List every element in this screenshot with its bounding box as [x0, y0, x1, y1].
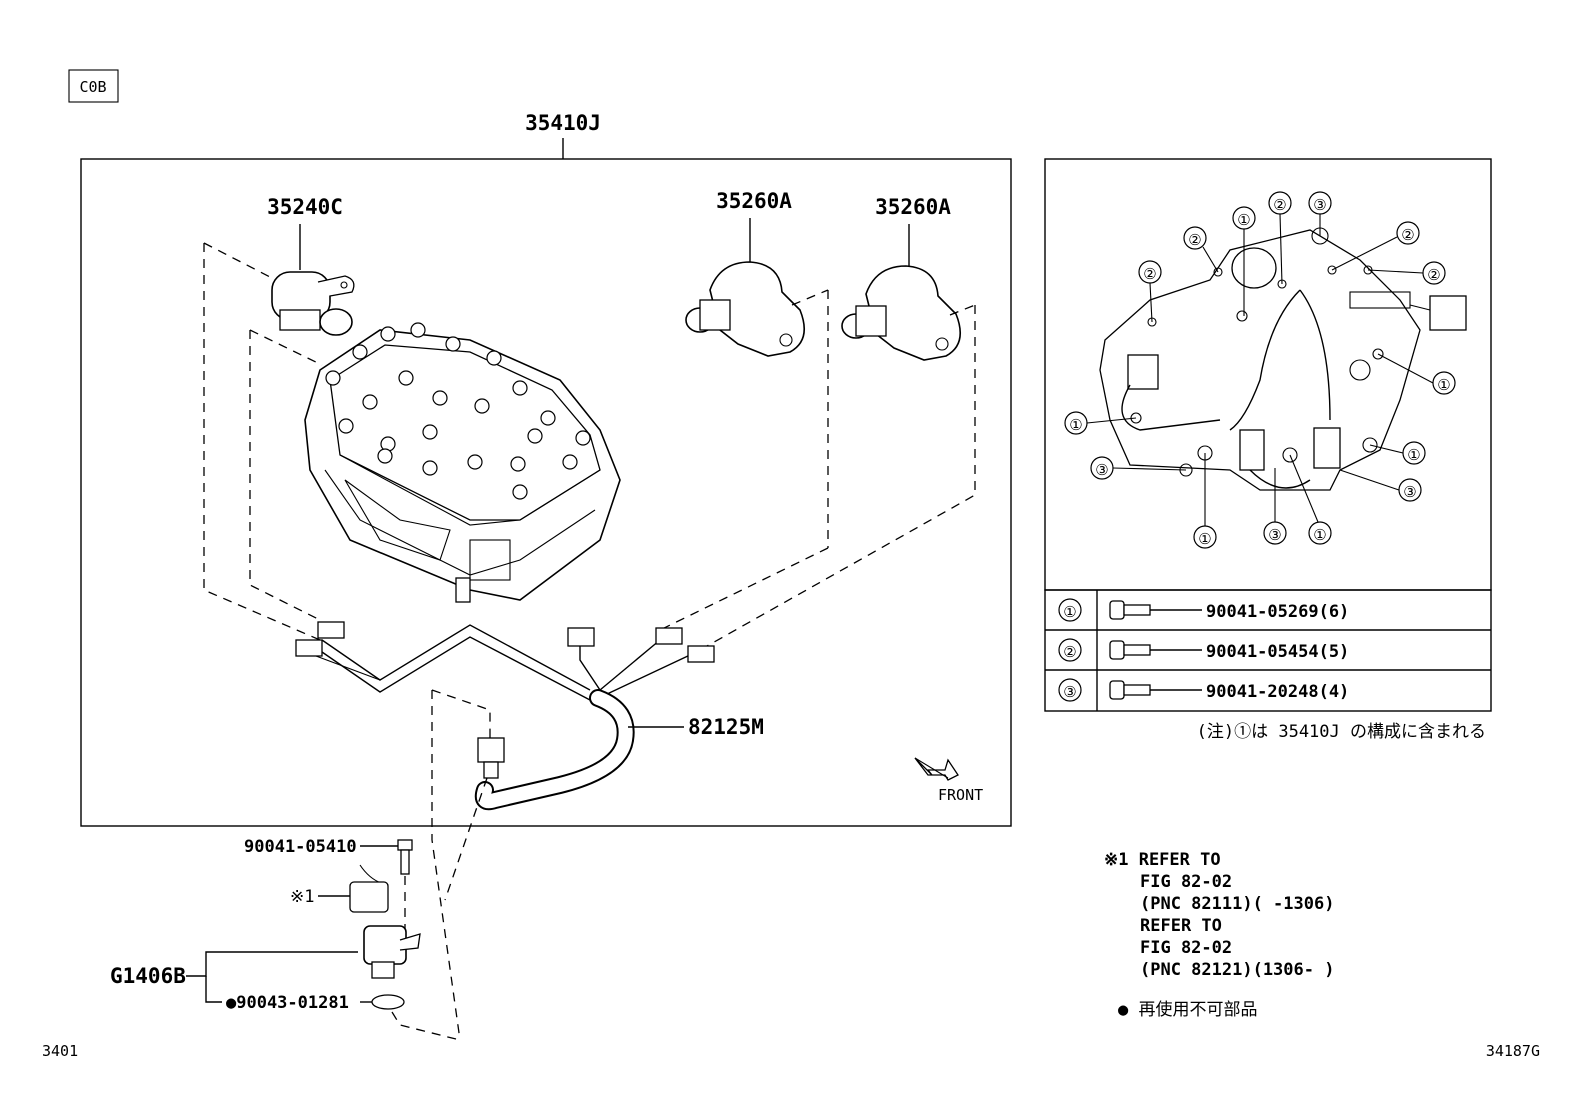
ref-note-line-6: (PNC 82121)(1306- ) [1140, 960, 1334, 980]
front-arrow-icon [914, 757, 959, 781]
row-3-part: 90041-20248(4) [1206, 682, 1349, 702]
ref-note-line-3: (PNC 82111)( -1306) [1140, 894, 1334, 914]
solenoid-a1-part-number[interactable]: 35260A [716, 189, 792, 213]
bolt-2-icon [1109, 640, 1202, 660]
bolt-1-icon [1109, 600, 1202, 620]
sensor-group-leader-top [186, 951, 358, 977]
code-box-label: C0B [79, 78, 106, 96]
solenoid-c-illustration [271, 271, 355, 336]
oring-part-number[interactable]: ●90043-01281 [226, 993, 349, 1013]
callout-2-left: ② [1143, 265, 1156, 283]
bolt-90041-05410-number[interactable]: 90041-05410 [244, 837, 357, 857]
reference-notes: ※1 REFER TO FIG 82-02 (PNC 82111)( -1306… [1104, 850, 1334, 980]
callout-2-upper-left: ② [1188, 231, 1201, 249]
solenoid-c-part-number[interactable]: 35240C [267, 195, 343, 219]
page-number: 3401 [42, 1042, 78, 1060]
row-1-part: 90041-05269(6) [1206, 602, 1349, 622]
code-box-frame [68, 69, 119, 103]
callout-1-lower-right: ① [1407, 446, 1420, 464]
sensor-group-number[interactable]: G1406B [110, 964, 186, 988]
callout-2-top: ② [1273, 196, 1286, 214]
speed-sensor-illustration [363, 925, 421, 979]
bolt-table-row-1[interactable]: ① 90041-05269(6) [1058, 598, 1349, 622]
row-3-mark: ③ [1063, 683, 1076, 701]
bolt-3-icon [1109, 680, 1202, 700]
ref-note-line-5: FIG 82-02 [1140, 938, 1232, 958]
callout-2-right: ② [1427, 266, 1440, 284]
bolt-icon [397, 839, 413, 875]
ref-note-line-2: FIG 82-02 [1140, 872, 1232, 892]
callout-1-bottom-left: ① [1198, 530, 1211, 548]
front-label: FRONT [938, 786, 983, 804]
detail-callouts: ① ② ③ ② ② ② ② ① ① ① ③ ③ ① ③ ① [1064, 191, 1456, 549]
row-2-part: 90041-05454(5) [1206, 642, 1349, 662]
callout-3-left: ③ [1095, 461, 1108, 479]
valve-body-guide-left [203, 243, 321, 641]
callout-1-right: ① [1437, 376, 1450, 394]
wire-harness-illustration [295, 621, 715, 811]
solenoid-a2-part-number[interactable]: 35260A [875, 195, 951, 219]
solenoid-a2-illustration [841, 265, 962, 361]
sensor-guide [431, 690, 461, 1041]
callout-2-upper-right: ② [1401, 226, 1414, 244]
ref-mark-label: ※1 [290, 887, 314, 907]
callout-1-top: ① [1237, 211, 1250, 229]
harness-part-number[interactable]: 82125M [688, 715, 764, 739]
valve-body-guide-inner [249, 330, 321, 621]
callout-3-right: ③ [1403, 483, 1416, 501]
bolt-table-row-2[interactable]: ② 90041-05454(5) [1058, 638, 1349, 662]
solenoid-a2-guide [699, 305, 976, 651]
bolt-table-row-3[interactable]: ③ 90041-20248(4) [1058, 678, 1349, 702]
ref-note-line-1: ※1 REFER TO [1104, 850, 1221, 870]
bolt-table [1044, 589, 1492, 712]
oring-icon [371, 994, 405, 1010]
callout-3-top: ③ [1313, 196, 1326, 214]
assembly-frame [80, 158, 1012, 827]
row-2-mark: ② [1063, 643, 1076, 661]
callout-1-left: ① [1069, 416, 1082, 434]
legend-non-reusable: ● 再使用不可部品 [1118, 999, 1257, 1020]
callout-3-bottom: ③ [1268, 526, 1281, 544]
illustration-code: 34187G [1486, 1042, 1540, 1060]
assembly-part-number[interactable]: 35410J [525, 111, 601, 135]
table-note: (注)①は 35410J の構成に含まれる [1197, 722, 1486, 742]
callout-1-bottom-right: ① [1313, 526, 1326, 544]
sensor-group-leader-bottom [205, 976, 222, 1003]
valve-body-illustration [304, 322, 621, 603]
detail-view-illustration [1099, 227, 1467, 491]
solenoid-a1-illustration [685, 261, 806, 357]
connector-icon [349, 864, 389, 913]
row-1-mark: ① [1063, 603, 1076, 621]
ref-note-line-4: REFER TO [1140, 916, 1222, 936]
